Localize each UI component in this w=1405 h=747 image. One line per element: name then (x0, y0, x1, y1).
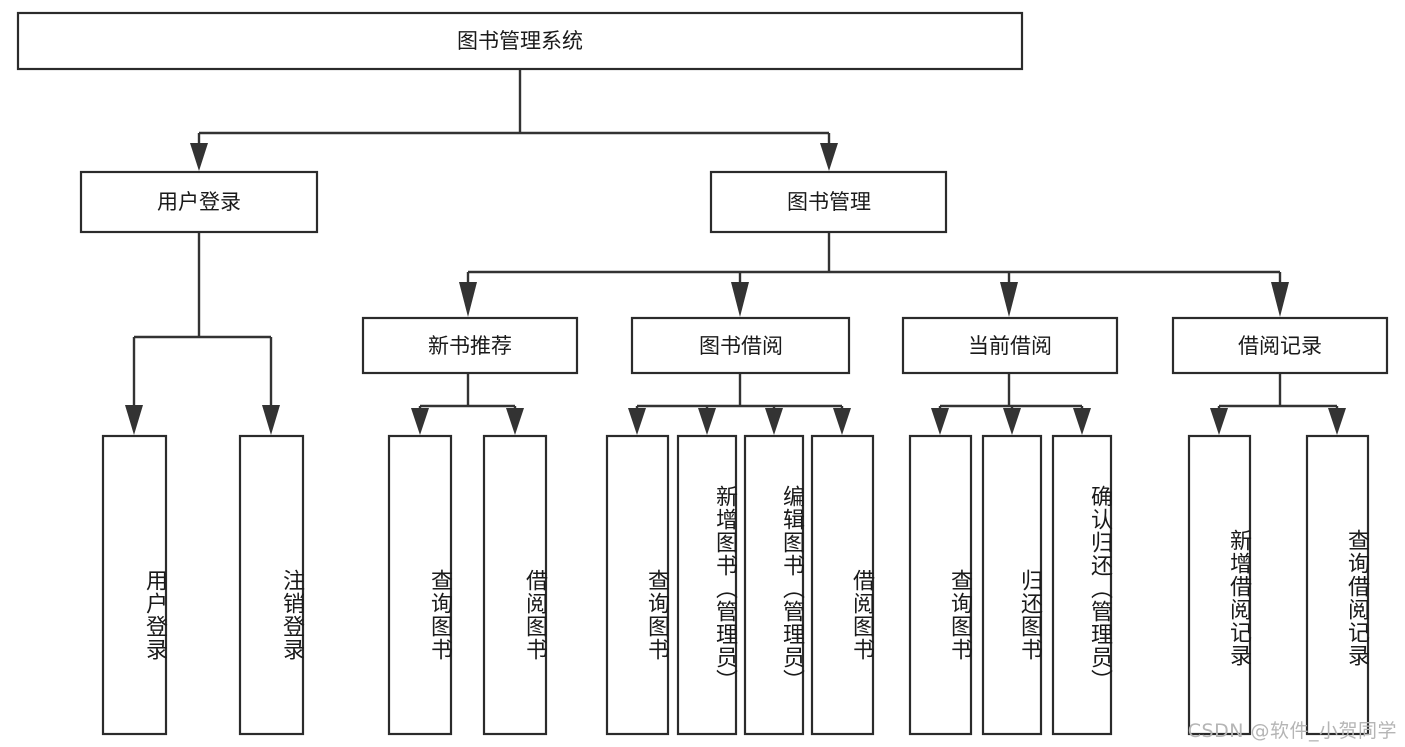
leaf-box-borrow-book-nb[interactable] (482, 434, 548, 736)
csdn-watermark: CSDN @软件_小贺同学 (1187, 720, 1397, 742)
node-borrow-record[interactable]: 借阅记录 (1171, 316, 1389, 375)
node-new-book-recommend-box[interactable] (361, 316, 579, 375)
arrowhead-record-leaf1 (1210, 408, 1228, 435)
leaf-box-logout-login[interactable] (238, 434, 305, 736)
node-book-borrow-label: 图书借阅 (699, 334, 783, 358)
node-current-borrow[interactable]: 当前借阅 (901, 316, 1119, 375)
node-book-management[interactable]: 图书管理 (709, 170, 948, 234)
node-borrow-record-label: 借阅记录 (1238, 334, 1322, 358)
leaf-box-group (101, 434, 1370, 736)
leaf-box-return-book[interactable] (981, 434, 1043, 736)
arrowhead-borrow-leaf1 (628, 408, 646, 435)
leaf-box-confirm-return[interactable] (1051, 434, 1113, 736)
leaf-box-query-borrow-record[interactable] (1305, 434, 1370, 736)
leaf-box-add-book-admin[interactable] (676, 434, 738, 736)
arrowhead-bookmgmt (820, 143, 838, 171)
leaf-box-query-book-cb[interactable] (908, 434, 973, 736)
leaf-box-query-book-nb[interactable] (387, 434, 453, 736)
node-user-login-label: 用户登录 (157, 190, 241, 214)
node-book-management-box[interactable] (709, 170, 948, 234)
arrowhead-newbook-leaf2 (506, 408, 524, 435)
arrowhead-record-leaf2 (1328, 408, 1346, 435)
node-root[interactable]: 图书管理系统 (16, 11, 1024, 71)
arrowhead-borrow-leaf3 (765, 408, 783, 435)
node-current-borrow-box[interactable] (901, 316, 1119, 375)
node-book-borrow[interactable]: 图书借阅 (630, 316, 851, 375)
arrowhead-current-leaf3 (1073, 408, 1091, 435)
arrowhead-borrow (731, 282, 749, 317)
arrowhead-login-leaf2 (262, 405, 280, 435)
arrowhead-current-leaf1 (931, 408, 949, 435)
leaf-box-user-login[interactable] (101, 434, 168, 736)
arrowhead-current-leaf2 (1003, 408, 1021, 435)
leaf-box-query-book-bb[interactable] (605, 434, 670, 736)
arrowhead-login (190, 143, 208, 171)
node-root-box[interactable] (16, 11, 1024, 71)
leaf-box-add-borrow-record[interactable] (1187, 434, 1252, 736)
node-root-label: 图书管理系统 (457, 29, 583, 53)
arrowhead-login-leaf1 (125, 405, 143, 435)
leaf-box-borrow-book-bb[interactable] (810, 434, 875, 736)
arrowhead-current (1000, 282, 1018, 317)
node-user-login[interactable]: 用户登录 (79, 170, 319, 234)
node-user-login-box[interactable] (79, 170, 319, 234)
node-borrow-record-box[interactable] (1171, 316, 1389, 375)
arrowhead-record (1271, 282, 1289, 317)
node-book-management-label: 图书管理 (787, 190, 871, 214)
connector-group (125, 69, 1346, 435)
arrowhead-newbook (459, 282, 477, 317)
node-current-borrow-label: 当前借阅 (968, 334, 1052, 358)
arrowhead-newbook-leaf1 (411, 408, 429, 435)
arrowhead-borrow-leaf2 (698, 408, 716, 435)
node-book-borrow-box[interactable] (630, 316, 851, 375)
node-new-book-recommend[interactable]: 新书推荐 (361, 316, 579, 375)
arrowhead-borrow-leaf4 (833, 408, 851, 435)
node-new-book-recommend-label: 新书推荐 (428, 334, 512, 358)
leaf-box-edit-book-admin[interactable] (743, 434, 805, 736)
